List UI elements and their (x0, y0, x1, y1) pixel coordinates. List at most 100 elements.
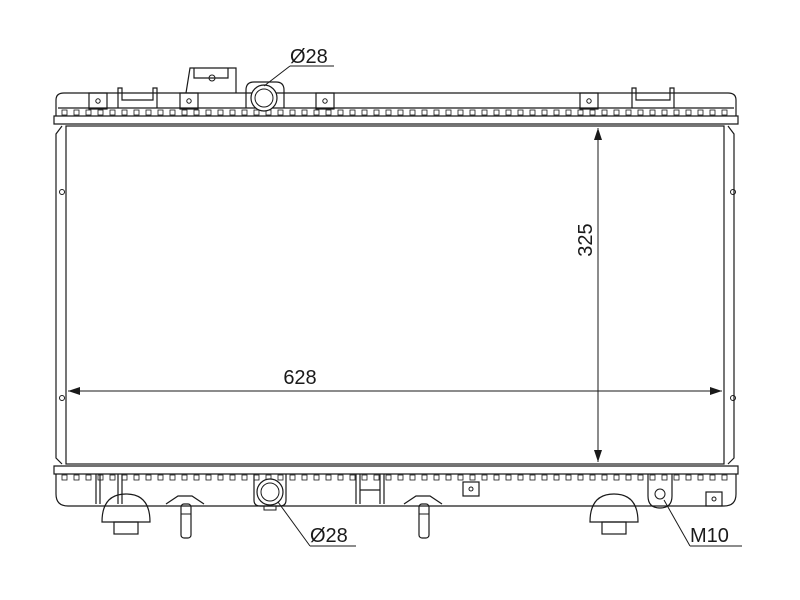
crimp-tooth (625, 474, 632, 481)
crimp-tooth (721, 474, 728, 481)
top-tank (53, 67, 739, 125)
crimp-tooth (229, 474, 236, 481)
crimp-tooth (97, 109, 104, 116)
crimp-tooth (553, 109, 560, 116)
crimp-tooth (241, 109, 248, 116)
crimp-tooth (613, 109, 620, 116)
crimp-tooth (589, 474, 596, 481)
crimp-tooth (421, 109, 428, 116)
bottom-tank (53, 465, 739, 507)
crimp-tooth (193, 109, 200, 116)
top-bracket-large (185, 67, 237, 94)
crimp-tooth (541, 109, 548, 116)
crimp-tooth (685, 109, 692, 116)
crimp-tooth (601, 109, 608, 116)
crimp-tooth (409, 109, 416, 116)
crimp-tooth (529, 474, 536, 481)
crimp-tooth (145, 474, 152, 481)
crimp-tooth (445, 474, 452, 481)
crimp-tooth (709, 474, 716, 481)
crimp-tooth (169, 109, 176, 116)
crimp-tooth (349, 474, 356, 481)
crimp-tooth (313, 109, 320, 116)
bottom-mount-tab-center (462, 481, 480, 497)
crimp-tooth (685, 474, 692, 481)
m10-bolt-boss (647, 474, 673, 509)
crimp-tooth (661, 109, 668, 116)
bottom-tank-crimp (61, 474, 728, 481)
crimp-tooth (433, 109, 440, 116)
top-mount-tab-mid (179, 92, 199, 110)
bottom-outlet-label: Ø28 (310, 525, 348, 547)
crimp-tooth (241, 474, 248, 481)
crimp-tooth (349, 109, 356, 116)
crimp-tooth (457, 474, 464, 481)
crimp-tooth (121, 109, 128, 116)
crimp-tooth (517, 109, 524, 116)
leader-m10: M10 (663, 499, 742, 547)
bottom-stub-right (403, 495, 443, 539)
crimp-tooth (649, 474, 656, 481)
crimp-tooth (577, 109, 584, 116)
leader-bottom-outlet: Ø28 (277, 501, 356, 547)
bottom-mount-left (101, 493, 151, 535)
crimp-tooth (337, 474, 344, 481)
crimp-tooth (565, 109, 572, 116)
crimp-tooth (253, 474, 260, 481)
mount-label: M10 (690, 525, 729, 547)
crimp-tooth (661, 474, 668, 481)
crimp-tooth (217, 474, 224, 481)
crimp-tooth (553, 474, 560, 481)
radiator-core (55, 125, 736, 465)
crimp-tooth (517, 474, 524, 481)
crimp-tooth (433, 474, 440, 481)
crimp-tooth (157, 474, 164, 481)
crimp-tooth (301, 109, 308, 116)
crimp-tooth (73, 109, 80, 116)
crimp-tooth (133, 109, 140, 116)
top-mount-tab-left (88, 92, 108, 110)
crimp-tooth (205, 474, 212, 481)
crimp-tooth (61, 109, 68, 116)
crimp-tooth (397, 109, 404, 116)
bottom-mount-tab-right (705, 491, 723, 507)
crimp-tooth (361, 474, 368, 481)
crimp-tooth (493, 474, 500, 481)
crimp-tooth (133, 474, 140, 481)
crimp-tooth (637, 109, 644, 116)
crimp-tooth (253, 109, 260, 116)
crimp-tooth (721, 109, 728, 116)
crimp-tooth (541, 474, 548, 481)
crimp-tooth (85, 109, 92, 116)
crimp-tooth (205, 109, 212, 116)
bottom-outlet-pipe (253, 474, 287, 511)
crimp-tooth (421, 474, 428, 481)
top-tank-crimp (61, 109, 728, 116)
width-label: 628 (283, 367, 316, 389)
top-clip-right (631, 87, 675, 108)
crimp-tooth (493, 109, 500, 116)
crimp-tooth (469, 474, 476, 481)
crimp-tooth (277, 474, 284, 481)
crimp-tooth (673, 474, 680, 481)
crimp-tooth (577, 474, 584, 481)
crimp-tooth (697, 474, 704, 481)
crimp-tooth (301, 474, 308, 481)
crimp-tooth (469, 109, 476, 116)
crimp-tooth (337, 109, 344, 116)
crimp-tooth (289, 109, 296, 116)
crimp-tooth (109, 109, 116, 116)
crimp-tooth (385, 474, 392, 481)
crimp-tooth (601, 474, 608, 481)
top-inlet-label: Ø28 (290, 46, 328, 68)
leader-top-inlet: Ø28 (263, 46, 334, 87)
top-clip-left (117, 87, 158, 108)
top-mount-tab-right (579, 92, 599, 110)
crimp-tooth (625, 109, 632, 116)
crimp-tooth (589, 109, 596, 116)
crimp-tooth (361, 109, 368, 116)
dimension-height: 325 (575, 128, 602, 462)
dimension-width: 628 (68, 367, 722, 395)
crimp-tooth (85, 474, 92, 481)
crimp-tooth (697, 109, 704, 116)
